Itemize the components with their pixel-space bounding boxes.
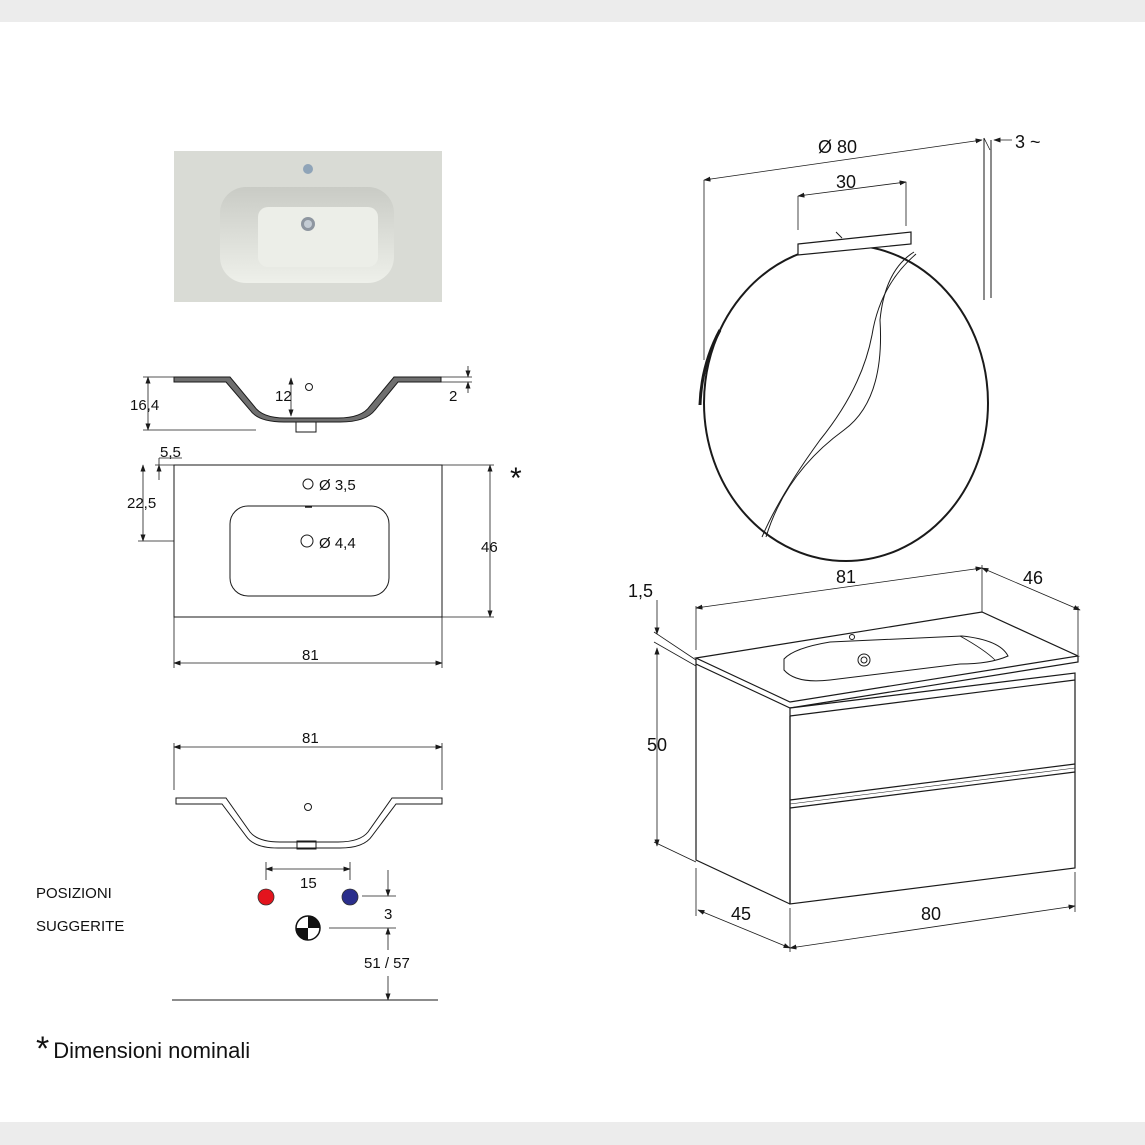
drain-symbol-icon bbox=[295, 915, 321, 941]
wall-gap-label: 3 ~ bbox=[1015, 132, 1041, 152]
top-band bbox=[0, 0, 1145, 22]
basin-section-top bbox=[143, 366, 472, 433]
cabinet-top-width-label: 81 bbox=[836, 567, 856, 587]
basin-bowl-depth-label: 12 bbox=[275, 388, 292, 405]
basin-width-label: 81 bbox=[302, 647, 319, 664]
tap-hole-diameter-label: Ø 3,5 bbox=[319, 477, 356, 494]
cabinet-height-label: 50 bbox=[647, 735, 667, 755]
cabinet-depth-label: 45 bbox=[731, 904, 751, 924]
footnote-text: Dimensioni nominali bbox=[53, 1038, 251, 1063]
basin-rim-thickness-label: 2 bbox=[449, 388, 457, 405]
footnote-marker: * bbox=[36, 1030, 50, 1068]
countertop-thickness-label: 1,5 bbox=[628, 581, 653, 601]
basin-section-height-label: 16,4 bbox=[130, 397, 159, 414]
basin-render bbox=[174, 151, 442, 302]
basin-front-width-label: 81 bbox=[302, 730, 319, 747]
nominal-asterisk: * bbox=[510, 462, 522, 495]
basin-depth-label: 46 bbox=[481, 539, 498, 556]
bottom-band bbox=[0, 1122, 1145, 1145]
round-mirror bbox=[698, 137, 1012, 562]
hot-tap-marker bbox=[257, 888, 275, 906]
lamp-width-label: 30 bbox=[836, 172, 856, 192]
cabinet-top-depth-label: 46 bbox=[1023, 568, 1043, 588]
tap-offset-label: 3 bbox=[384, 906, 392, 923]
hole-offset-label: 5,5 bbox=[160, 444, 181, 461]
suggested-positions-label-1: POSIZIONI bbox=[36, 885, 112, 902]
mirror-diameter-label: Ø 80 bbox=[818, 137, 857, 157]
tap-hole-icon bbox=[302, 478, 314, 490]
basin-plan bbox=[138, 457, 494, 668]
cabinet-width-label: 80 bbox=[921, 904, 941, 924]
tap-height-label: 51 / 57 bbox=[364, 955, 410, 972]
basin-front bbox=[172, 743, 443, 1001]
footnote: *Dimensioni nominali bbox=[36, 1032, 251, 1066]
suggested-positions-label-2: SUGGERITE bbox=[36, 918, 124, 935]
drain-hole-diameter-label: Ø 4,4 bbox=[319, 535, 356, 552]
cold-tap-marker bbox=[341, 888, 359, 906]
vanity-cabinet bbox=[653, 565, 1081, 952]
suggested-taps bbox=[257, 888, 359, 941]
hole-distance-label: 22,5 bbox=[127, 495, 156, 512]
tap-spacing-label: 15 bbox=[300, 875, 317, 892]
